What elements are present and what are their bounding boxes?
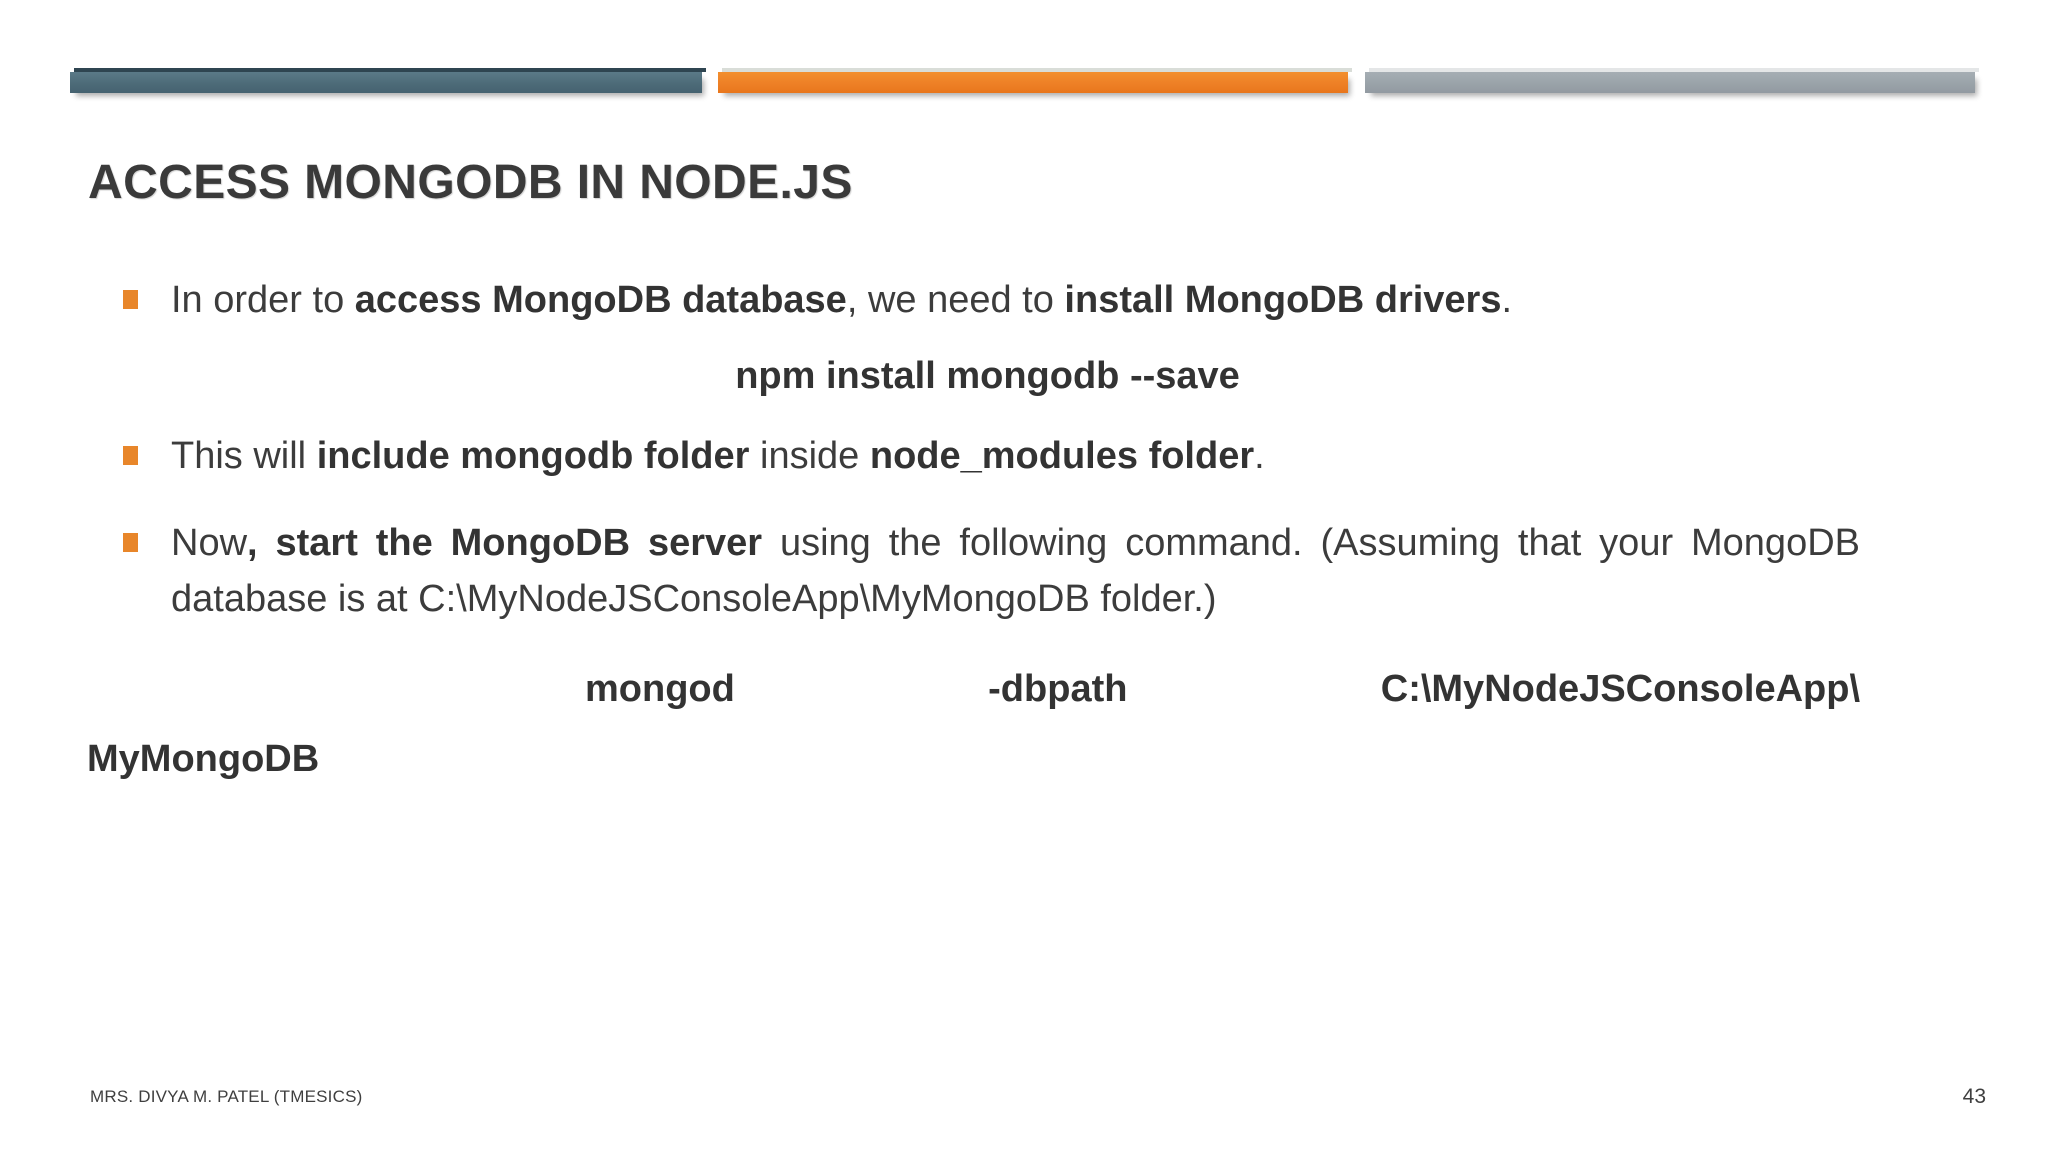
bullet-1-text: In order to access MongoDB database, we … — [171, 272, 1860, 328]
command-mongod: mongod -dbpath C:\MyNodeJSConsoleApp\ My… — [87, 661, 1860, 787]
spacer — [115, 497, 1860, 515]
bullet-3-part1: Now — [171, 521, 248, 564]
bullet-2-bold1: include mongodb folder — [316, 435, 750, 478]
accent-bar-gray — [1365, 68, 1979, 93]
accent-bar-orange — [718, 68, 1352, 93]
page-title: ACCESS MONGODB IN NODE.JS — [88, 156, 853, 209]
bullet-2-part1: This will — [171, 435, 317, 478]
bullet-2-part3: . — [1254, 435, 1265, 478]
command-npm-install: npm install mongodb --save — [735, 355, 1240, 398]
command-token-mongod: mongod — [585, 668, 735, 711]
bullet-3-bold1: , start the MongoDB server — [247, 521, 763, 564]
bullet-1-bold1: access MongoDB database — [354, 279, 847, 321]
accent-bar-teal — [70, 68, 706, 93]
bullet-item-3: Now, start the MongoDB server using the … — [115, 515, 1860, 627]
bullet-square-icon — [123, 290, 138, 309]
bullet-1-part1: In order to — [171, 279, 355, 321]
bullet-square-icon — [123, 446, 138, 466]
command-token-path: C:\MyNodeJSConsoleApp\ — [1380, 668, 1860, 711]
bullet-2-text: This will include mongodb folder inside … — [171, 428, 1860, 484]
footer-author: MRS. DIVYA M. PATEL (TMESICS) — [90, 1087, 363, 1106]
bullet-3-part2: using the following command. (Assuming t… — [171, 521, 1860, 620]
page-number: 43 — [1962, 1085, 1986, 1108]
top-accent-bars — [0, 68, 2048, 102]
bullet-square-icon — [123, 532, 138, 552]
bullet-item-1: In order to access MongoDB database, we … — [115, 272, 1860, 328]
bullet-1-bold2: install MongoDB drivers — [1064, 279, 1502, 321]
bullet-item-2: This will include mongodb folder inside … — [115, 428, 1860, 484]
command-token-path-wrap: MyMongoDB — [87, 738, 320, 781]
bullet-2-part2: inside — [749, 435, 870, 478]
bullet-1-part3: . — [1501, 279, 1513, 321]
command-token-dbpath: -dbpath — [988, 668, 1128, 711]
slide-body: In order to access MongoDB database, we … — [87, 272, 1860, 788]
bullet-2-bold2: node_modules folder — [869, 435, 1255, 478]
bullet-3-text: Now, start the MongoDB server using the … — [171, 515, 1860, 627]
bullet-1-part2: , we need to — [846, 279, 1065, 321]
command-mongod-line1: mongod -dbpath C:\MyNodeJSConsoleApp\ — [115, 661, 1860, 717]
